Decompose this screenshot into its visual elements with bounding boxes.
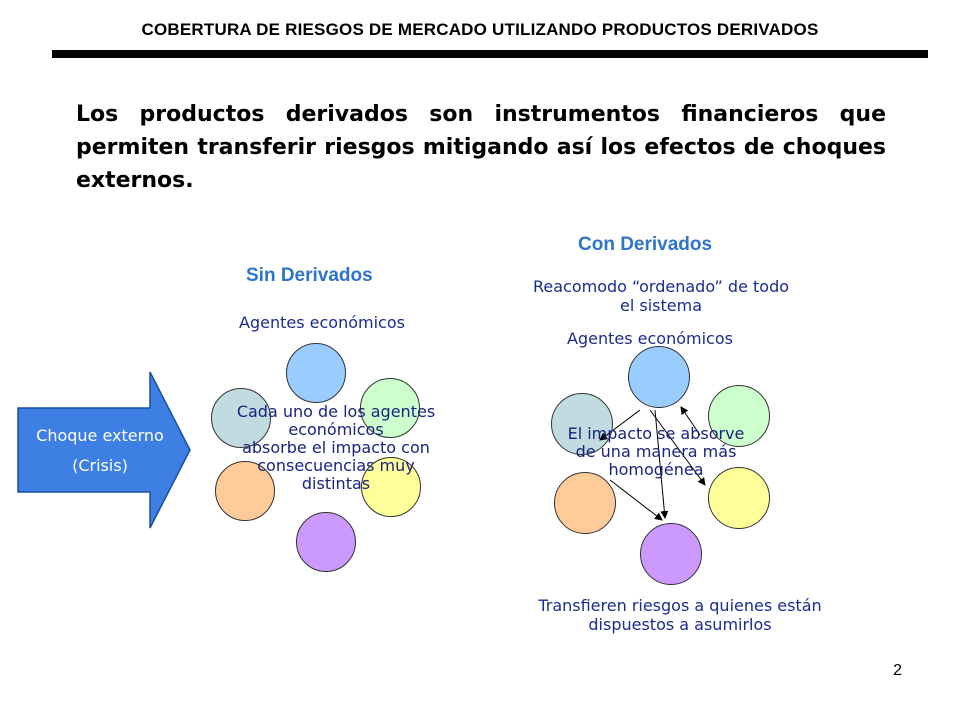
transfer-arrow <box>599 409 641 441</box>
shock-arrow <box>17 371 191 529</box>
shock-label-line2: (Crisis) <box>72 456 128 475</box>
agent-circle-orange <box>554 472 616 534</box>
agent-circle-green <box>708 385 770 447</box>
with-reorder-line: Reacomodo “ordenado” de todo <box>532 277 790 296</box>
without-impact-caption: Cada uno de los agentes económicos absor… <box>218 403 454 493</box>
shock-label-line1: Choque externo <box>36 426 164 445</box>
transfer-arrow <box>649 409 706 486</box>
agent-circle-teal <box>551 393 613 455</box>
transfer-arrow <box>654 409 669 519</box>
slide-title: COBERTURA DE RIESGOS DE MERCADO UTILIZAN… <box>141 20 819 39</box>
without-caption-line: distintas <box>301 474 371 493</box>
transfer-arrow <box>609 479 663 521</box>
with-impact-caption: El impacto se absorve de una manera más … <box>538 425 774 479</box>
title-divider <box>52 50 928 58</box>
with-reorder-line: el sistema <box>620 296 702 315</box>
with-agents-label: Agentes económicos <box>567 329 733 348</box>
agent-circle-purple <box>296 512 356 572</box>
without-caption-line: consecuencias muy <box>257 456 415 475</box>
without-caption-line: Cada uno de los agentes <box>236 402 436 421</box>
with-transfer-line: Transfieren riesgos a quienes están <box>538 596 822 615</box>
with-caption-line: El impacto se absorve <box>567 424 745 443</box>
intro-paragraph: Los productos derivados son instrumentos… <box>76 102 886 193</box>
with-reorder-caption: Reacomodo “ordenado” de todo el sistema <box>496 277 826 315</box>
page-number: 2 <box>893 662 902 679</box>
transfer-arrow <box>680 406 701 436</box>
without-derivatives-title: Sin Derivados <box>246 265 373 286</box>
with-transfer-line: dispuestos a asumirlos <box>588 615 772 634</box>
agent-circle-green <box>360 378 420 438</box>
with-derivatives-title: Con Derivados <box>578 234 713 255</box>
agent-circle-yellow <box>708 467 770 529</box>
agent-circle-teal <box>211 388 271 448</box>
with-transfer-caption: Transfieren riesgos a quienes están disp… <box>500 596 860 634</box>
agent-circle-blue <box>286 343 346 403</box>
agent-circle-blue <box>628 346 690 408</box>
with-caption-line: de una manera más <box>575 442 737 461</box>
agent-circle-yellow <box>361 457 421 517</box>
without-agents-label: Agentes económicos <box>239 313 405 332</box>
with-caption-line: homogénea <box>608 460 704 479</box>
without-caption-line: absorbe el impacto con <box>242 438 430 457</box>
without-caption-line: económicos <box>288 420 384 439</box>
agent-circle-orange <box>215 461 275 521</box>
agent-circle-purple <box>640 523 702 585</box>
